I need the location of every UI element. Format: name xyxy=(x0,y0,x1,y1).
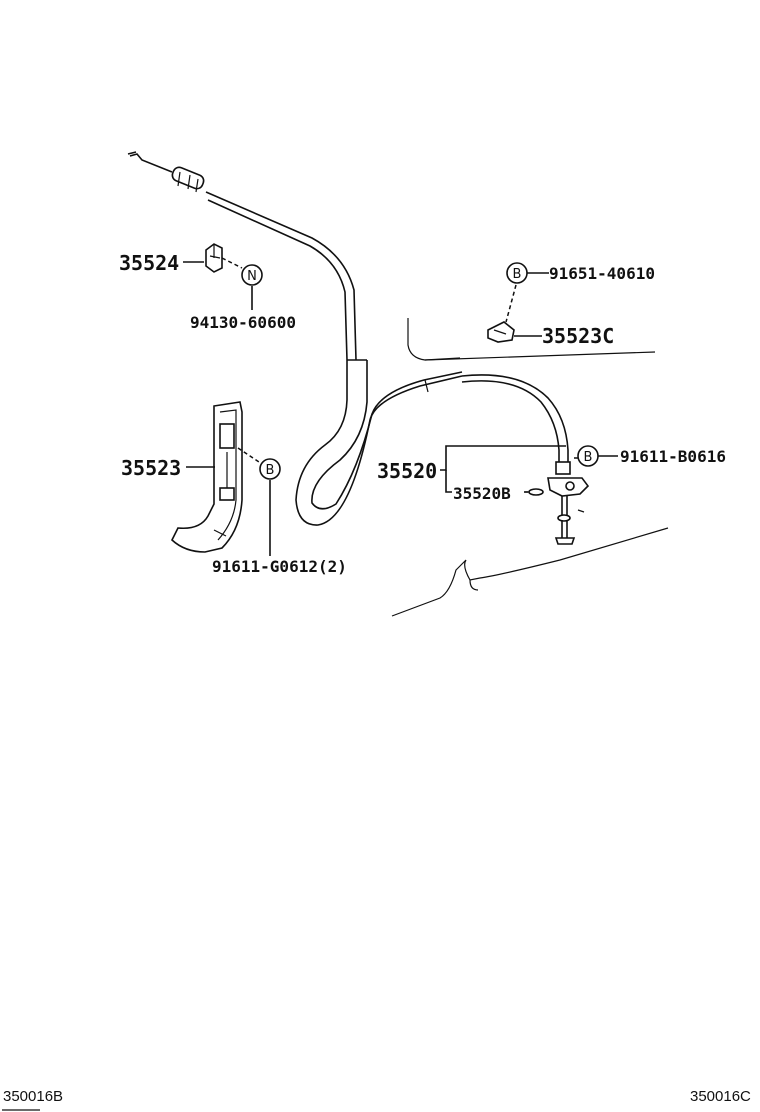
marker-n: N xyxy=(241,264,263,286)
body-panel-outline xyxy=(391,318,669,617)
label-35520: 35520 xyxy=(377,459,437,483)
label-35520b: 35520B xyxy=(453,484,511,503)
label-91651-40610: 91651-40610 xyxy=(549,264,655,283)
marker-b-91611b: B xyxy=(577,445,599,467)
marker-n-letter: N xyxy=(247,269,257,284)
marker-b-letter: B xyxy=(266,463,275,478)
bracket-35523c xyxy=(487,321,515,343)
marker-b-letter: B xyxy=(513,267,522,282)
label-35523: 35523 xyxy=(121,456,181,480)
label-91611-g0612: 91611-G0612(2) xyxy=(212,557,347,576)
cover-35523 xyxy=(171,401,243,553)
marker-b-letter: B xyxy=(584,450,593,465)
label-91611-b0616: 91611-B0616 xyxy=(620,447,726,466)
footer-code-right: 350016C xyxy=(690,1088,751,1105)
marker-b-91651: B xyxy=(506,262,528,284)
marker-b-91611g: B xyxy=(259,458,281,480)
label-35523c: 35523C xyxy=(542,324,614,348)
footer-code-left: 350016B xyxy=(3,1088,63,1105)
label-94130-60600: 94130-60600 xyxy=(190,313,296,332)
clamp-35524 xyxy=(205,243,223,273)
label-35524: 35524 xyxy=(119,251,179,275)
leader-lines xyxy=(183,257,618,556)
cable-assembly xyxy=(127,151,590,545)
